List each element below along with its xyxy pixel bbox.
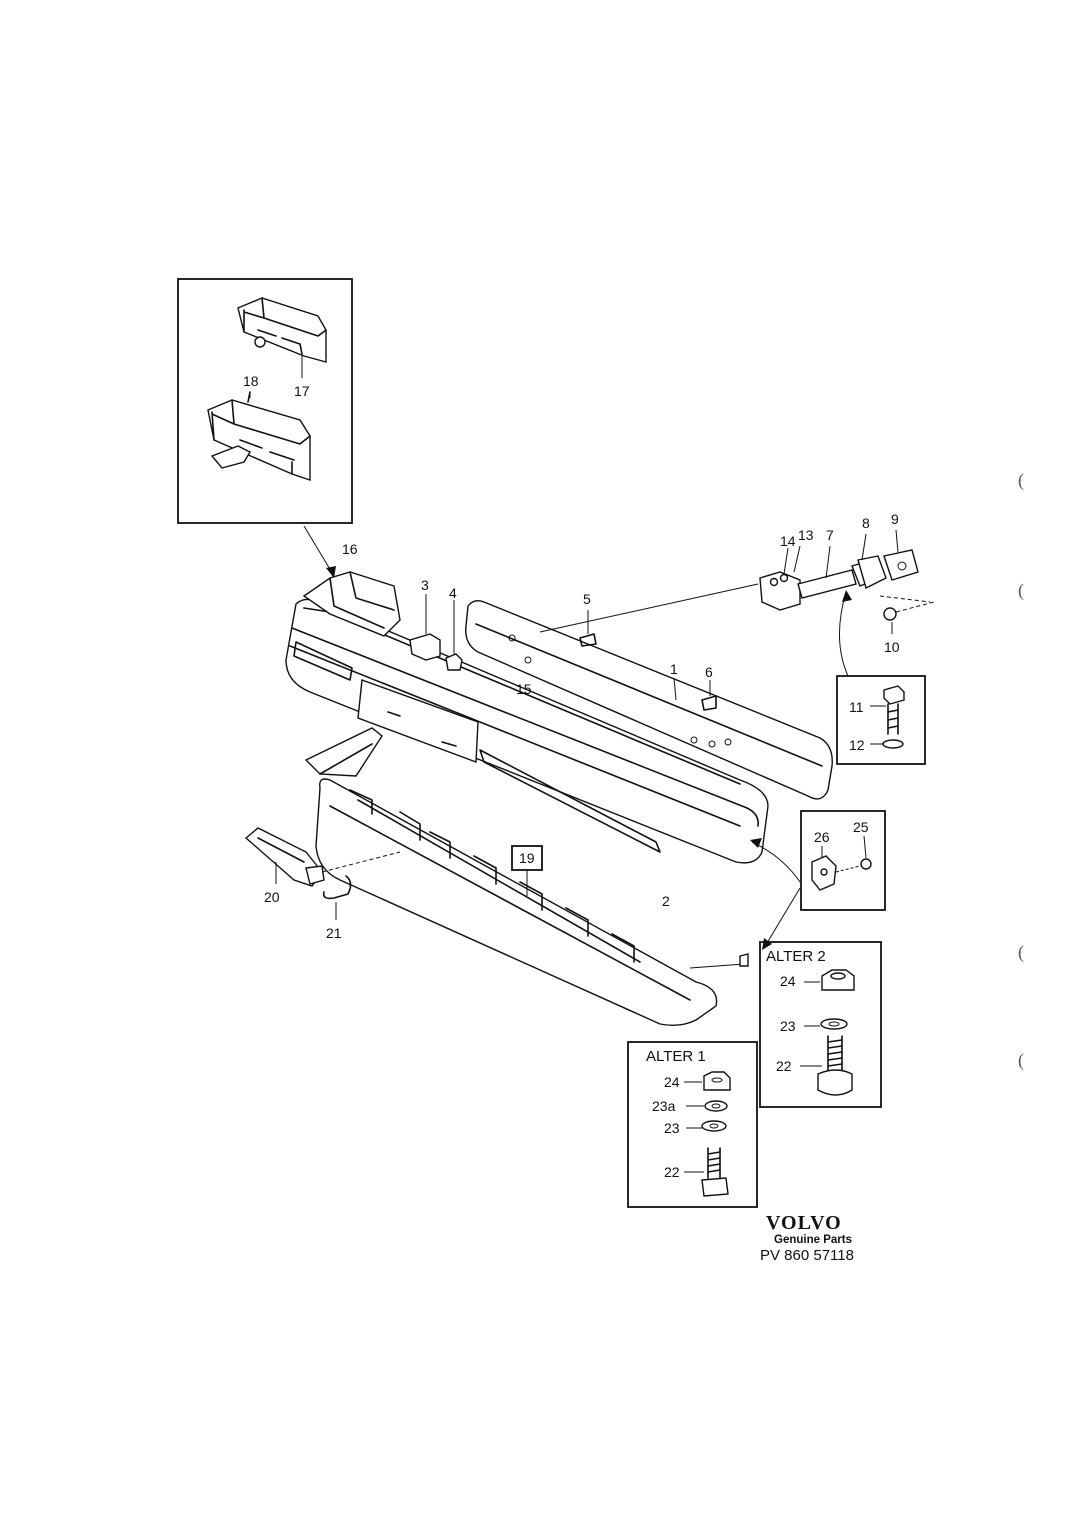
callout-8: 8 [862,515,870,531]
callout-20: 20 [264,889,280,905]
callout-21: 21 [326,925,342,941]
reinforcement-bar-part-1 [465,599,833,800]
box-nut-25-26 [750,810,886,950]
callout-5: 5 [583,591,591,607]
bracket-part-16 [302,571,401,637]
inset-clips-box [177,278,353,524]
alter1-box [627,1041,758,1208]
lower-spoiler-part-19 [304,727,718,1027]
callout-10: 10 [884,639,900,655]
callout-4: 4 [449,585,457,601]
margin-mark: ( [1018,470,1024,490]
lamp-wire-part-21 [322,875,352,920]
alter1-callout-23a: 23a [652,1098,676,1114]
callout-6: 6 [705,664,713,680]
callout-25: 25 [853,819,869,835]
side-lamp-part-20 [244,827,401,887]
callout-14: 14 [780,533,796,549]
callout-12: 12 [849,737,865,753]
margin-mark: ( [1018,580,1024,600]
callout-26: 26 [814,829,830,845]
margin-mark: ( [1018,1050,1024,1070]
parts-3-4 [409,594,463,671]
callout-16: 16 [342,541,358,557]
margin-mark: ( [1018,942,1024,962]
arrow-inset-to-16 [303,525,336,578]
callout-1: 1 [670,661,678,677]
callout-19: 19 [519,850,535,866]
callout-2: 2 [662,893,670,909]
callout-9: 9 [891,511,899,527]
alter2-callout-22: 22 [776,1058,792,1074]
illustration-reference: PV 860 57118 [760,1247,854,1264]
callout-17: 17 [294,383,310,399]
alter1-title: ALTER 1 [646,1048,706,1065]
callout-3: 3 [421,577,429,593]
clip-part-18 [207,391,311,481]
clip-part-17 [237,297,327,378]
callout-13: 13 [798,527,814,543]
alter2-callout-24: 24 [780,973,796,989]
callout-box-19 [511,845,543,896]
alter2-title: ALTER 2 [766,948,826,965]
alter1-callout-22: 22 [664,1164,680,1180]
energy-absorber-part-7 [759,529,935,634]
alter2-box [759,941,882,1108]
callout-7: 7 [826,527,834,543]
callout-15: 15 [516,681,532,697]
alter1-callout-23: 23 [664,1120,680,1136]
box-bolt-11-12 [836,590,926,765]
callout-11: 11 [849,699,864,715]
alter2-callout-23: 23 [780,1018,796,1034]
brand-block: VOLVO Genuine Parts PV 860 57118 [760,1212,880,1264]
alter1-callout-24: 24 [664,1074,680,1090]
callout-18: 18 [243,373,259,389]
volvo-logo: VOLVO [766,1212,842,1234]
brand-subtitle: Genuine Parts [774,1234,852,1246]
